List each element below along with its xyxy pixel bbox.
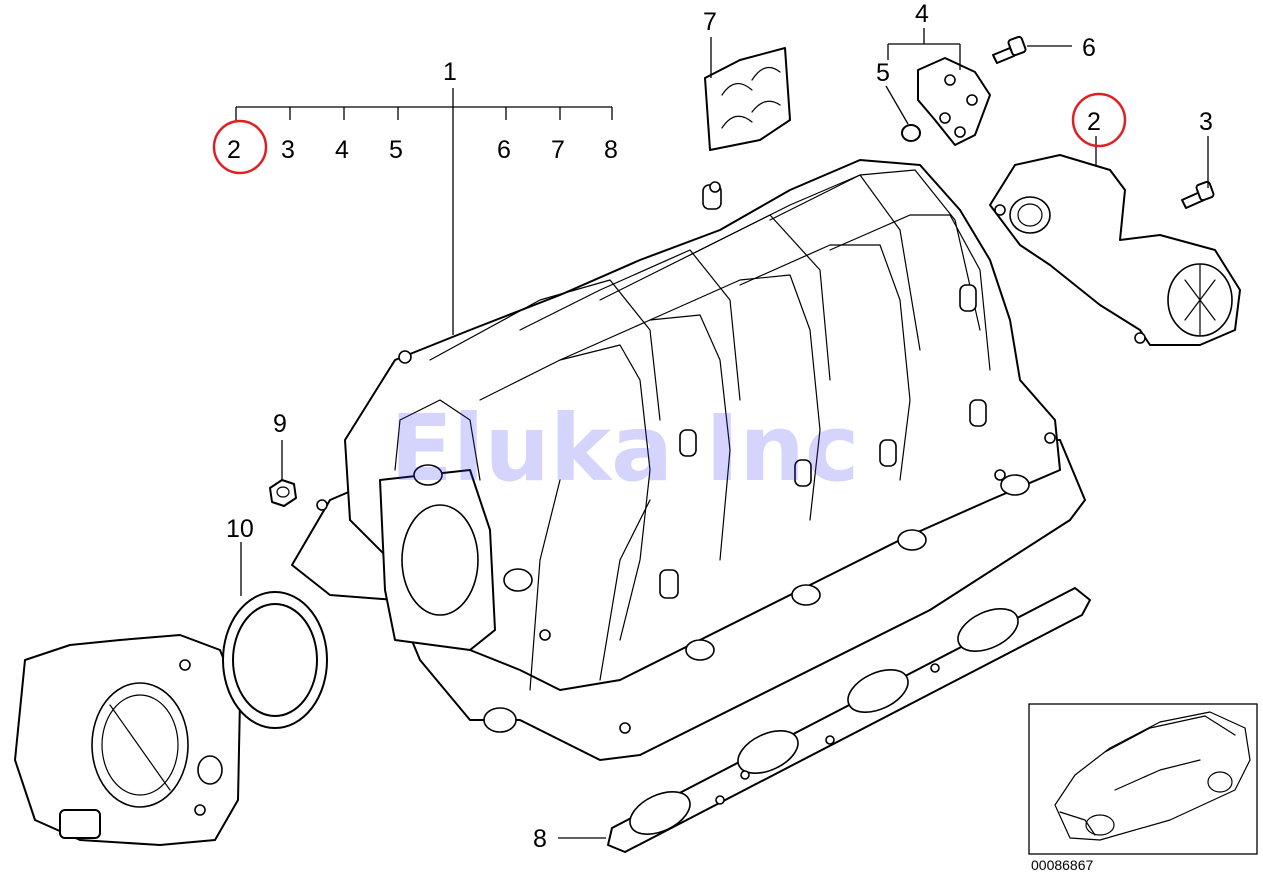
throttle-body <box>14 634 241 846</box>
label-part-6-list: 6 <box>497 136 511 164</box>
label-part-1: 1 <box>443 58 457 86</box>
intake-manifold <box>291 159 1086 761</box>
label-part-2-actuator: 2 <box>1087 108 1101 136</box>
o-ring <box>901 124 921 142</box>
label-part-4-sensor: 4 <box>915 0 929 28</box>
label-part-8-gasket: 8 <box>533 825 547 853</box>
label-part-5-list: 5 <box>389 136 403 164</box>
actuator-bolt <box>1181 180 1215 209</box>
reference-code: 00086867 <box>1031 857 1094 873</box>
highlight-circle-actuator <box>1071 92 1127 148</box>
label-part-2-list: 2 <box>227 136 241 164</box>
label-part-7-list: 7 <box>551 136 565 164</box>
callout-labels: 1 2 3 4 5 6 7 8 7 4 5 6 2 3 9 10 8 <box>226 0 1213 853</box>
line-clip <box>704 47 791 151</box>
label-part-9-nut: 9 <box>273 410 287 438</box>
intake-gasket <box>607 587 1091 853</box>
label-part-5-oring: 5 <box>876 59 890 87</box>
map-sensor <box>917 57 991 146</box>
seal-ring <box>222 591 328 729</box>
sensor-screw <box>992 35 1027 64</box>
label-part-10-seal: 10 <box>226 515 254 543</box>
label-part-6-screw: 6 <box>1082 34 1096 62</box>
label-part-3-bolt: 3 <box>1199 108 1213 136</box>
label-part-8-list: 8 <box>604 136 618 164</box>
hex-nut <box>269 479 297 507</box>
watermark: Eluka Inc <box>390 395 859 502</box>
label-part-4-list: 4 <box>335 136 349 164</box>
label-part-3-list: 3 <box>281 136 295 164</box>
vehicle-thumbnail <box>1028 703 1258 855</box>
label-part-7-clip: 7 <box>703 8 717 36</box>
highlight-circle-list <box>212 119 268 175</box>
callout-lines <box>235 28 1209 839</box>
intake-actuator <box>989 154 1241 346</box>
